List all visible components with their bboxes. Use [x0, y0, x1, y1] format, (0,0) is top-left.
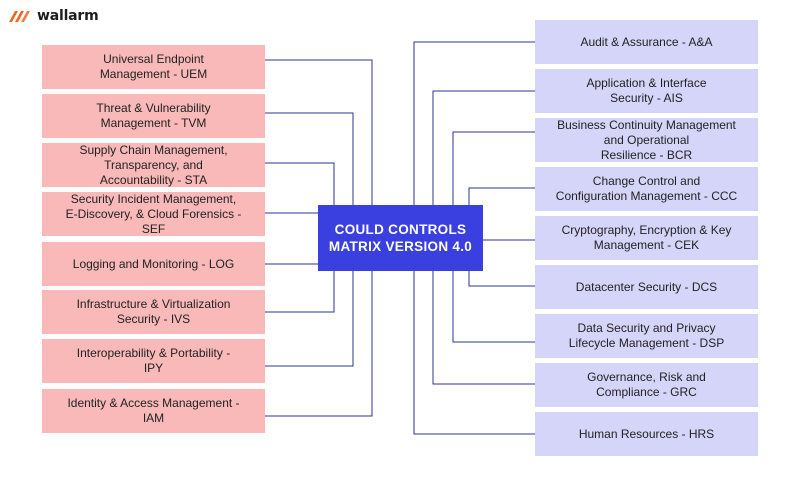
box-hrs: Human Resources - HRS — [535, 412, 758, 456]
box-sef: Security Incident Management,E-Discovery… — [42, 192, 265, 236]
wallarm-logo: wallarm — [8, 6, 99, 26]
box-grc-line1: Governance, Risk and — [587, 370, 706, 384]
box-tvm-line2: Management - TVM — [100, 116, 207, 130]
box-ais-line2: Security - AIS — [610, 91, 683, 105]
box-grc-line2: Compliance - GRC — [596, 385, 697, 399]
box-sta-line3: Accountability - STA — [99, 172, 208, 187]
box-ccc-line1: Change Control and — [592, 174, 701, 188]
box-aa-line1: Audit & Assurance - A&A — [580, 34, 713, 49]
box-aa: Audit & Assurance - A&A — [535, 20, 758, 64]
box-ivs-line2: Security - IVS — [116, 312, 191, 326]
box-iam-line2: IAM — [142, 411, 165, 425]
center-title-line1: COULD CONTROLS — [334, 222, 467, 237]
box-log: Logging and Monitoring - LOG — [42, 242, 265, 286]
box-uem-line2: Management - UEM — [99, 67, 208, 81]
box-sta-line2: Transparency, and — [104, 157, 203, 172]
box-bcr-line2: and Operational — [603, 132, 690, 147]
box-sef-line1: Security Incident Management, — [70, 191, 237, 206]
box-dsp-line1: Data Security and Privacy — [577, 321, 716, 335]
box-sta-line1: Supply Chain Management, — [79, 142, 228, 157]
box-dcs: Datacenter Security - DCS — [535, 265, 758, 309]
wallarm-logo-icon — [9, 11, 30, 22]
box-cek-line1: Cryptography, Encryption & Key — [561, 223, 732, 237]
box-bcr-line3: Resilience - BCR — [600, 147, 693, 162]
box-sef-line2: E-Discovery, & Cloud Forensics - — [65, 206, 242, 221]
box-cek-line2: Management - CEK — [593, 238, 700, 252]
box-dsp-line2: Lifecycle Management - DSP — [568, 336, 725, 350]
box-uem-line1: Universal Endpoint — [103, 52, 204, 66]
box-ivs-line1: Infrastructure & Virtualization — [76, 297, 231, 311]
box-sef-line3: SEF — [141, 221, 166, 236]
box-ccc-line2: Configuration Management - CCC — [555, 189, 738, 203]
box-ipy: Interoperability & Portability -IPY — [42, 339, 265, 383]
box-tvm-line1: Threat & Vulnerability — [96, 101, 211, 115]
box-ais-line1: Application & Interface — [586, 76, 707, 90]
brand-name: wallarm — [37, 8, 99, 24]
box-ipy-line2: IPY — [143, 361, 164, 375]
box-dcs-line1: Datacenter Security - DCS — [575, 279, 718, 294]
box-hrs-line1: Human Resources - HRS — [578, 426, 715, 441]
box-bcr-line1: Business Continuity Management — [557, 117, 736, 132]
box-sta: Supply Chain Management,Transparency, an… — [42, 143, 265, 187]
center-title-line2: MATRIX VERSION 4.0 — [328, 239, 473, 254]
box-log-line1: Logging and Monitoring - LOG — [72, 256, 235, 271]
box-iam: Identity & Access Management -IAM — [42, 389, 265, 433]
box-ipy-line1: Interoperability & Portability - — [76, 346, 231, 360]
box-iam-line1: Identity & Access Management - — [67, 396, 240, 410]
center-title-box: COULD CONTROLS MATRIX VERSION 4.0 — [318, 205, 483, 271]
